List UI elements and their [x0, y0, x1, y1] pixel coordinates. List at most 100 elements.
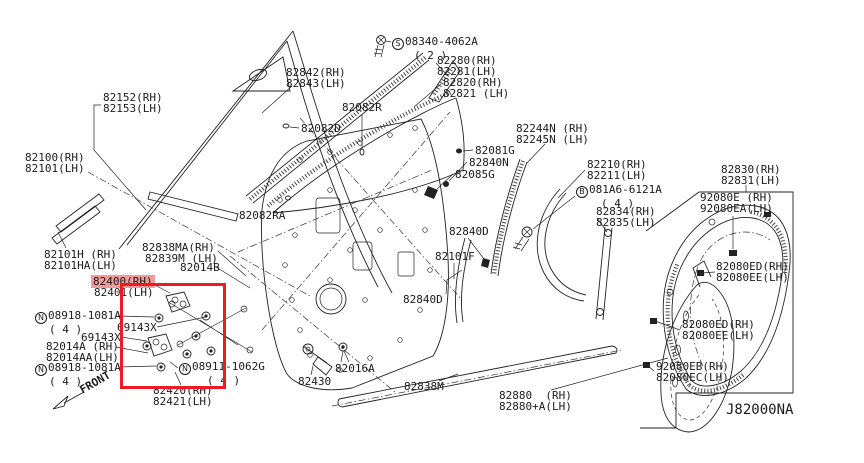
part-number-text: 82280(RH): [437, 54, 497, 67]
part-label-82880-rh: 82880 (RH)82880+A(LH): [499, 390, 572, 412]
part-number-text: 82153(LH): [103, 102, 163, 115]
part-label-69143x: 69143X: [117, 322, 157, 333]
front-sash-strip: [245, 52, 430, 204]
part-label-82830-rh: 82830(RH)82831(LH): [721, 164, 781, 186]
part-number-text: 82080EE(LH): [716, 271, 789, 284]
part-number-text: ( 4 ): [49, 323, 83, 336]
part-number-text: 82101H (RH): [44, 248, 117, 261]
small-clips: [282, 123, 462, 201]
part-label-82082r: 82082R: [342, 102, 382, 113]
part-number-text: 82420(RH): [153, 384, 213, 397]
circled-n-icon: N: [35, 364, 47, 376]
part-label-82244n-rh: 82244N (RH)82245N (LH): [516, 123, 589, 145]
part-number-text: 82838MA(RH): [142, 241, 215, 254]
part-label-82080ed-rh: 82080ED(RH)82080EE(LH): [716, 261, 789, 283]
body-side-molding: [331, 345, 623, 408]
part-number-text: 82080ED(RH): [682, 318, 755, 331]
part-label-69143x: 69143X: [81, 332, 121, 343]
part-label-82080ed-rh: 82080ED(RH)82080EE(LH): [682, 319, 755, 341]
part-number-text: 82839M (LH): [145, 252, 218, 265]
weatherstrip-figure: [640, 185, 794, 429]
part-label-82016a: 82016A: [335, 363, 375, 374]
part-number-text: 82210(RH): [587, 158, 647, 171]
part-number-text: 08911-1062G: [192, 360, 265, 373]
part-number-text: 82843(LH): [286, 77, 346, 90]
part-number-text: 82245N (LH): [516, 133, 589, 146]
part-label-82152-rh: 82152(RH)82153(LH): [103, 92, 163, 114]
part-label-92080eb-rh: 92080EB(RH)82080EC(LH): [656, 361, 729, 383]
part-number-text: 82101HA(LH): [44, 259, 117, 272]
part-number-text: 08918-1081A: [48, 309, 121, 322]
corner-strips: [51, 191, 239, 245]
part-number-text: 82211(LH): [587, 169, 647, 182]
part-number-text: 82080ED(RH): [716, 260, 789, 273]
part-number-text: 82880+A(LH): [499, 400, 572, 413]
part-number-text: 82100(RH): [25, 151, 85, 164]
part-number-text: 82082R: [342, 101, 382, 114]
part-number-text: 82081G: [475, 144, 515, 157]
part-label-82082ra: 82082RA: [239, 210, 285, 221]
part-label-82834-rh: 82834(RH)82835(LH): [596, 206, 656, 228]
part-label-82101h-rh: 82101H (RH)82101HA(LH): [44, 249, 117, 271]
rear-door-glass: [266, 60, 465, 214]
part-number-text: 82430: [298, 375, 332, 388]
part-number-text: 92080EA(LH): [700, 202, 773, 215]
part-number-text: 82016A: [335, 362, 375, 375]
part-number-text: 92080E (RH): [700, 191, 773, 204]
part-number-text: 82835(LH): [596, 216, 656, 229]
part-number-text: 82281(LH): [437, 65, 497, 78]
part-label-82085g: 82085G: [455, 169, 495, 180]
circled-n-icon: N: [35, 312, 47, 324]
part-number-text: 82821 (LH): [443, 87, 510, 100]
part-number-text: 081A6-6121A: [589, 183, 662, 196]
part-number-text: 69143X: [117, 321, 157, 334]
part-label-82082d: 82082D: [301, 123, 341, 134]
part-label-82840d: 82840D: [403, 294, 443, 305]
part-number-text: 82820(RH): [443, 76, 503, 89]
regulator-and-hinges: [142, 291, 254, 372]
circled-b-icon: B: [576, 186, 588, 198]
part-number-text: 82082RA: [239, 209, 286, 222]
part-label-92080e-rh: 92080E (RH)92080EA(LH): [700, 192, 773, 214]
circled-s-icon: S: [392, 38, 404, 50]
part-label-82838m: 82838M: [404, 381, 444, 392]
front-door-glass: [118, 30, 393, 294]
part-label-82014b: 82014B: [180, 262, 220, 273]
part-number-text: 82880 (RH): [499, 389, 572, 402]
part-number-text: 92080EB(RH): [656, 360, 729, 373]
part-number-text: 82831(LH): [721, 174, 781, 187]
part-number-text: 82085G: [455, 168, 495, 181]
part-number-text: 69143X: [81, 331, 121, 344]
part-label-82400-rh: 82400(RH)82401(LH): [91, 275, 155, 298]
leader-lines: [57, 40, 734, 391]
part-label-82820-rh: 82820(RH)82821 (LH): [443, 77, 509, 99]
part-number-text: 82101F: [435, 250, 475, 263]
sash-pieces: [455, 158, 613, 324]
part-label-82430: 82430: [298, 376, 331, 387]
screw-icon: [373, 35, 386, 58]
part-number-text: 82842(RH): [286, 66, 346, 79]
part-label-82842-rh: 82842(RH)82843(LH): [286, 67, 346, 89]
door-inner-panel: [229, 111, 463, 393]
part-label-82420-rh: 82420(RH)82421(LH): [153, 385, 213, 407]
part-number-text: 82421(LH): [153, 395, 213, 408]
part-number-text: 82101(LH): [25, 162, 85, 175]
part-label-82014a-rh: 82014A (RH)82014AA(LH): [46, 341, 119, 363]
part-number-text: 82014B: [180, 261, 220, 274]
part-number-text: ( 4 ): [49, 375, 83, 388]
sealing-screen: [660, 260, 735, 433]
part-number-text: 82838M: [404, 380, 444, 393]
part-number-text: ( 4 ): [601, 197, 635, 210]
part-label-82838ma-rh: 82838MA(RH)82839M (LH): [142, 242, 218, 264]
part-label-82081g: 82081G: [475, 145, 515, 156]
part-number-text: 82840D: [403, 293, 443, 306]
part-number-text: 82152(RH): [103, 91, 163, 104]
part-number-text: 82080EE(LH): [682, 329, 755, 342]
